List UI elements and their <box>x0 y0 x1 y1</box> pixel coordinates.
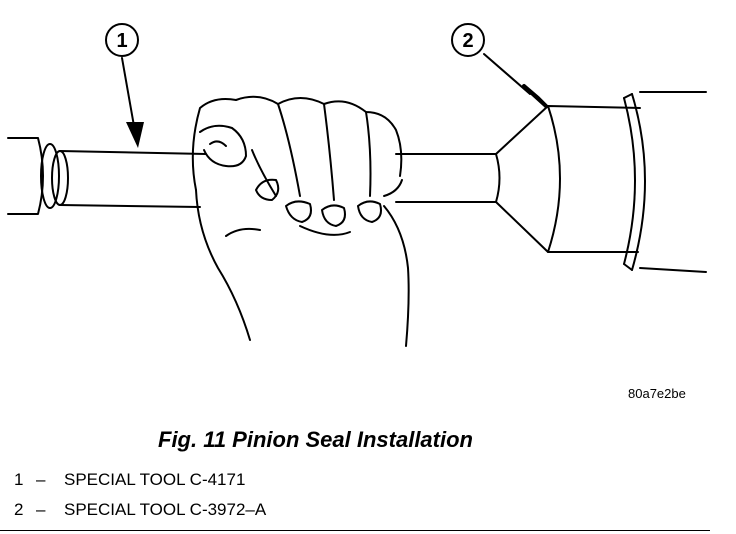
figure-caption: Fig. 11 Pinion Seal Installation <box>158 427 473 452</box>
callout-1-arrowhead <box>126 122 144 148</box>
callout-2-number: 2 <box>462 30 473 52</box>
callout-1-number: 1 <box>116 30 127 52</box>
bottom-rule <box>0 530 710 531</box>
legend-item: 1–SPECIAL TOOL C-4171 <box>14 470 245 490</box>
legend-text: SPECIAL TOOL C-3972–A <box>64 500 267 519</box>
legend-dash: – <box>36 500 46 519</box>
legend-dash: – <box>36 470 46 489</box>
legend-number: 2 <box>14 500 24 519</box>
special-tool-c-3972-a <box>495 91 707 273</box>
callout-1-leader <box>105 23 139 127</box>
legend-number: 1 <box>14 470 24 489</box>
callout-2-leader <box>451 23 531 95</box>
legend-text: SPECIAL TOOL C-4171 <box>64 470 246 489</box>
special-tool-c-4171 <box>51 150 501 208</box>
image-code: 80a7e2be <box>628 386 686 401</box>
left-housing <box>7 137 60 215</box>
pinion-seal-installation-illustration: 1 2 <box>7 23 707 347</box>
hand <box>191 95 410 347</box>
callout-2-arrowhead <box>522 84 548 108</box>
legend-item: 2–SPECIAL TOOL C-3972–A <box>14 500 266 520</box>
